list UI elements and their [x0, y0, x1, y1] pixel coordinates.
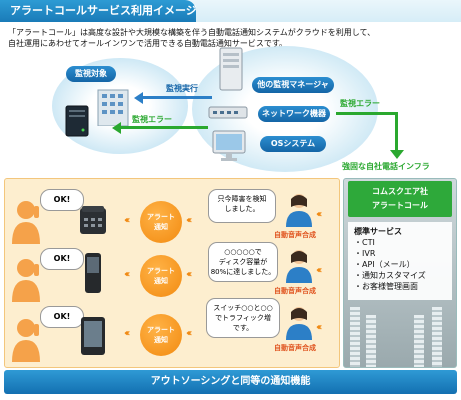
operator-icon	[286, 194, 312, 227]
monitor-exec-arrow	[140, 96, 212, 99]
monitor-target-label: 監視対象	[66, 66, 116, 82]
service-item: ・CTI	[354, 238, 375, 247]
company-line-1: コムスクエア社	[372, 187, 428, 196]
service-item: ・お客様管理画面	[354, 282, 418, 291]
service-item: ・通知カスタマイズ	[354, 271, 426, 280]
voice-synthesis-label: 自動音声合成	[274, 344, 316, 352]
monitor-error-arrow-down	[395, 112, 398, 152]
rack-2	[366, 315, 376, 367]
rack-3	[414, 315, 424, 367]
other-manager-label: 他の監視マネージャ	[252, 77, 334, 93]
alert-line-1: アラート	[147, 267, 175, 275]
voice-synthesis-label: 自動音声合成	[274, 287, 316, 295]
mobile-phone-icon	[85, 253, 101, 293]
monitor-exec-label: 監視実行	[166, 84, 198, 93]
server-tower-icon	[219, 47, 243, 91]
infra-label: 強固な自社電話インフラ	[342, 162, 430, 171]
voice-message-bubble: ○○○○○で ディスク容量が 80%に達しました。	[208, 242, 278, 282]
person-phone-icon	[12, 201, 40, 244]
building-icon	[97, 89, 129, 126]
monitor-error-arrowhead-left	[112, 121, 121, 134]
chevron-left-icon: ‹‹‹	[124, 328, 131, 339]
intro-line-1: 「アラートコール」は高度な設計や大規模な構築を伴う自動電話通知システムがクラウド…	[8, 28, 376, 37]
person-phone-icon	[12, 319, 40, 362]
alert-line-2: 通知	[154, 336, 168, 344]
alert-notify-circle: アラート 通知	[140, 255, 182, 297]
alert-line-1: アラート	[147, 213, 175, 221]
person-phone-icon	[12, 259, 40, 302]
intro-line-2: 自社運用にあわせてオールインワンで活用できる自動電話通知サービスです。	[8, 39, 288, 48]
network-device-label: ネットワーク機器	[258, 106, 330, 122]
desk-phone-icon	[80, 206, 106, 234]
voice-message-bubble: スイッチ○○と○○ でトラフィック増 です。	[206, 298, 280, 338]
ok-bubble: OK!	[40, 306, 84, 328]
chevron-left-icon: ‹‹‹	[124, 215, 131, 226]
operator-icon	[286, 307, 312, 340]
company-line-2: アラートコール	[372, 201, 428, 210]
ok-bubble: OK!	[40, 248, 84, 270]
alert-notify-circle: アラート 通知	[140, 314, 182, 356]
message-line-1: ○○○○○で	[224, 248, 262, 256]
alert-line-2: 通知	[154, 223, 168, 231]
message-line-3: です。	[232, 324, 254, 332]
service-item: ・IVR	[354, 249, 376, 258]
chevron-left-icon: ‹‹‹	[186, 215, 193, 226]
message-line-2: でトラフィック増	[215, 314, 271, 322]
chevron-left-icon: ‹‹‹	[186, 269, 193, 280]
chevron-left-icon: ‹‹‹	[316, 322, 323, 333]
service-item: ・API（メール）	[354, 260, 415, 269]
footer-banner: アウトソーシングと同等の通知機能	[4, 370, 457, 394]
alert-line-2: 通知	[154, 277, 168, 285]
monitor-exec-arrowhead	[134, 91, 143, 104]
chevron-left-icon: ‹‹‹	[186, 328, 193, 339]
network-device-icon	[208, 106, 248, 119]
rack-1	[350, 307, 360, 367]
voice-message-bubble: 只今障害を検知 しました。	[208, 189, 276, 223]
services-box: 標準サービス ・CTI ・IVR ・API（メール） ・通知カスタマイズ ・お客…	[348, 222, 452, 300]
message-line-1: 只今障害を検知	[217, 195, 267, 203]
header-title: アラートコールサービス利用イメージ	[0, 0, 197, 22]
chevron-left-icon: ‹‹‹	[124, 269, 131, 280]
operator-icon	[286, 250, 312, 283]
monitor-icon	[212, 130, 246, 161]
intro-text: 「アラートコール」は高度な設計や大規模な構築を伴う自動電話通知システムがクラウド…	[8, 27, 458, 49]
message-line-2: しました。	[224, 205, 260, 213]
chevron-left-icon: ‹‹‹	[316, 209, 323, 220]
chevron-left-icon: ‹‹‹	[316, 265, 323, 276]
os-system-label: OSシステム	[260, 136, 326, 152]
monitor-error-right-label: 監視エラー	[340, 99, 380, 108]
services-heading: 標準サービス	[354, 227, 402, 236]
server-icon	[65, 105, 89, 137]
smartphone-icon	[81, 317, 105, 355]
monitor-error-arrow-left	[120, 126, 208, 129]
message-line-1: スイッチ○○と○○	[213, 304, 273, 312]
rack-4	[432, 307, 442, 367]
monitor-error-arrow-right	[336, 112, 398, 115]
company-title: コムスクエア社 アラートコール	[348, 181, 452, 217]
alert-notify-circle: アラート 通知	[140, 201, 182, 243]
message-line-3: 80%に達しました。	[210, 268, 276, 276]
monitor-error-left-label: 監視エラー	[132, 115, 172, 124]
alert-line-1: アラート	[147, 326, 175, 334]
ok-bubble: OK!	[40, 189, 84, 211]
monitor-error-arrowhead-down	[389, 150, 404, 159]
voice-synthesis-label: 自動音声合成	[274, 231, 316, 239]
message-line-2: ディスク容量が	[218, 258, 268, 266]
